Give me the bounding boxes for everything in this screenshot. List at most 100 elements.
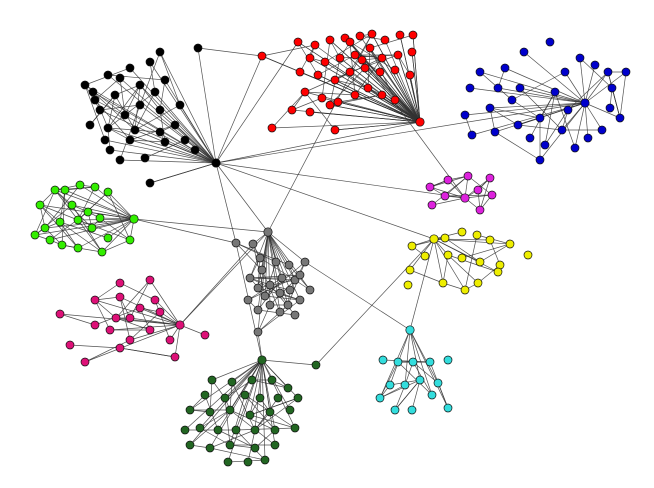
blue-edge: [504, 67, 586, 104]
dark-green-node: [265, 407, 275, 417]
light-green-node: [73, 215, 83, 225]
light-green-edge: [77, 219, 131, 241]
cyan-node: [407, 405, 417, 415]
blue-node: [621, 67, 631, 77]
black-edge: [149, 61, 156, 93]
black-edge: [119, 159, 217, 164]
red-edge: [409, 74, 421, 123]
dark-green-node: [290, 423, 300, 433]
red-edge: [329, 104, 421, 123]
gray-edge: [257, 304, 271, 333]
gray-node: [253, 305, 263, 315]
gray-node: [295, 295, 305, 305]
gray-edge: [257, 277, 283, 311]
blue-edge: [584, 102, 589, 139]
inter-community-edge: [215, 162, 269, 233]
black-node: [155, 47, 165, 57]
light-green-node: [60, 185, 70, 195]
gray-node: [277, 273, 287, 283]
yellow-edge: [479, 243, 511, 263]
inter-community-edge: [149, 162, 217, 184]
yellow-edge: [442, 254, 449, 284]
red-node: [357, 55, 367, 65]
pink-edge: [69, 344, 121, 349]
red-node: [287, 105, 297, 115]
black-edge: [107, 127, 217, 164]
blue-node: [525, 133, 535, 143]
dark-green-node: [285, 405, 295, 415]
inter-community-edge: [304, 261, 411, 331]
inter-community-edge: [267, 33, 373, 233]
gray-edge: [267, 231, 271, 306]
yellow-node: [472, 230, 482, 240]
black-edge: [107, 84, 141, 129]
dark-green-node: [311, 360, 321, 370]
light-green-node: [30, 230, 40, 240]
pink-node: [125, 335, 135, 345]
magenta-node: [427, 200, 437, 210]
dark-green-edge: [261, 359, 266, 461]
magenta-node: [463, 171, 473, 181]
red-node: [305, 53, 315, 63]
blue-node: [515, 83, 525, 93]
dark-green-edge: [231, 381, 256, 431]
cyan-edge: [389, 329, 411, 386]
dark-green-node: [273, 393, 283, 403]
red-node: [325, 35, 335, 45]
gray-node: [243, 295, 253, 305]
blue-edge: [497, 87, 586, 104]
black-node: [88, 87, 98, 97]
red-edge: [367, 87, 421, 123]
black-edge: [129, 124, 176, 141]
gray-edge: [257, 279, 296, 289]
gray-node: [253, 327, 263, 337]
red-edge: [349, 41, 421, 123]
light-green-edge: [34, 189, 56, 236]
red-edge: [304, 71, 351, 93]
magenta-node: [485, 173, 495, 183]
yellow-node: [420, 251, 430, 261]
cyan-node: [415, 375, 425, 385]
red-node: [377, 90, 387, 100]
inter-community-edge: [197, 47, 263, 57]
black-node: [145, 57, 155, 67]
pink-hub-node: [175, 320, 185, 330]
blue-node: [465, 83, 475, 93]
inter-community-edge: [133, 218, 237, 244]
dark-green-node: [213, 425, 223, 435]
red-node: [325, 100, 335, 110]
red-node: [407, 47, 417, 57]
red-edge: [394, 69, 421, 123]
blue-edge: [519, 87, 563, 131]
red-node: [390, 65, 400, 75]
pink-node: [115, 278, 125, 288]
cyan-edge: [404, 329, 411, 386]
light-green-edge: [71, 204, 135, 220]
yellow-node: [475, 257, 485, 267]
pink-node: [125, 313, 135, 323]
yellow-node: [457, 227, 467, 237]
black-node: [90, 95, 100, 105]
pink-edge: [59, 313, 96, 326]
light-green-edge: [39, 204, 61, 223]
light-green-node: [75, 180, 85, 190]
pink-node: [155, 307, 165, 317]
blue-node: [485, 103, 495, 113]
blue-node: [535, 155, 545, 165]
light-green-edge: [44, 184, 81, 229]
pink-node: [145, 325, 155, 335]
red-edge: [369, 34, 414, 49]
pink-node: [135, 303, 145, 313]
dark-green-edge: [199, 359, 263, 429]
gray-edge: [267, 231, 306, 263]
cyan-node: [390, 405, 400, 415]
gray-node: [231, 238, 241, 248]
pink-node: [55, 309, 65, 319]
black-edge: [159, 51, 181, 106]
red-node: [257, 51, 267, 61]
gray-edge: [249, 274, 301, 279]
pink-node: [115, 292, 125, 302]
blue-node: [490, 127, 500, 137]
dark-green-edge: [189, 409, 231, 446]
